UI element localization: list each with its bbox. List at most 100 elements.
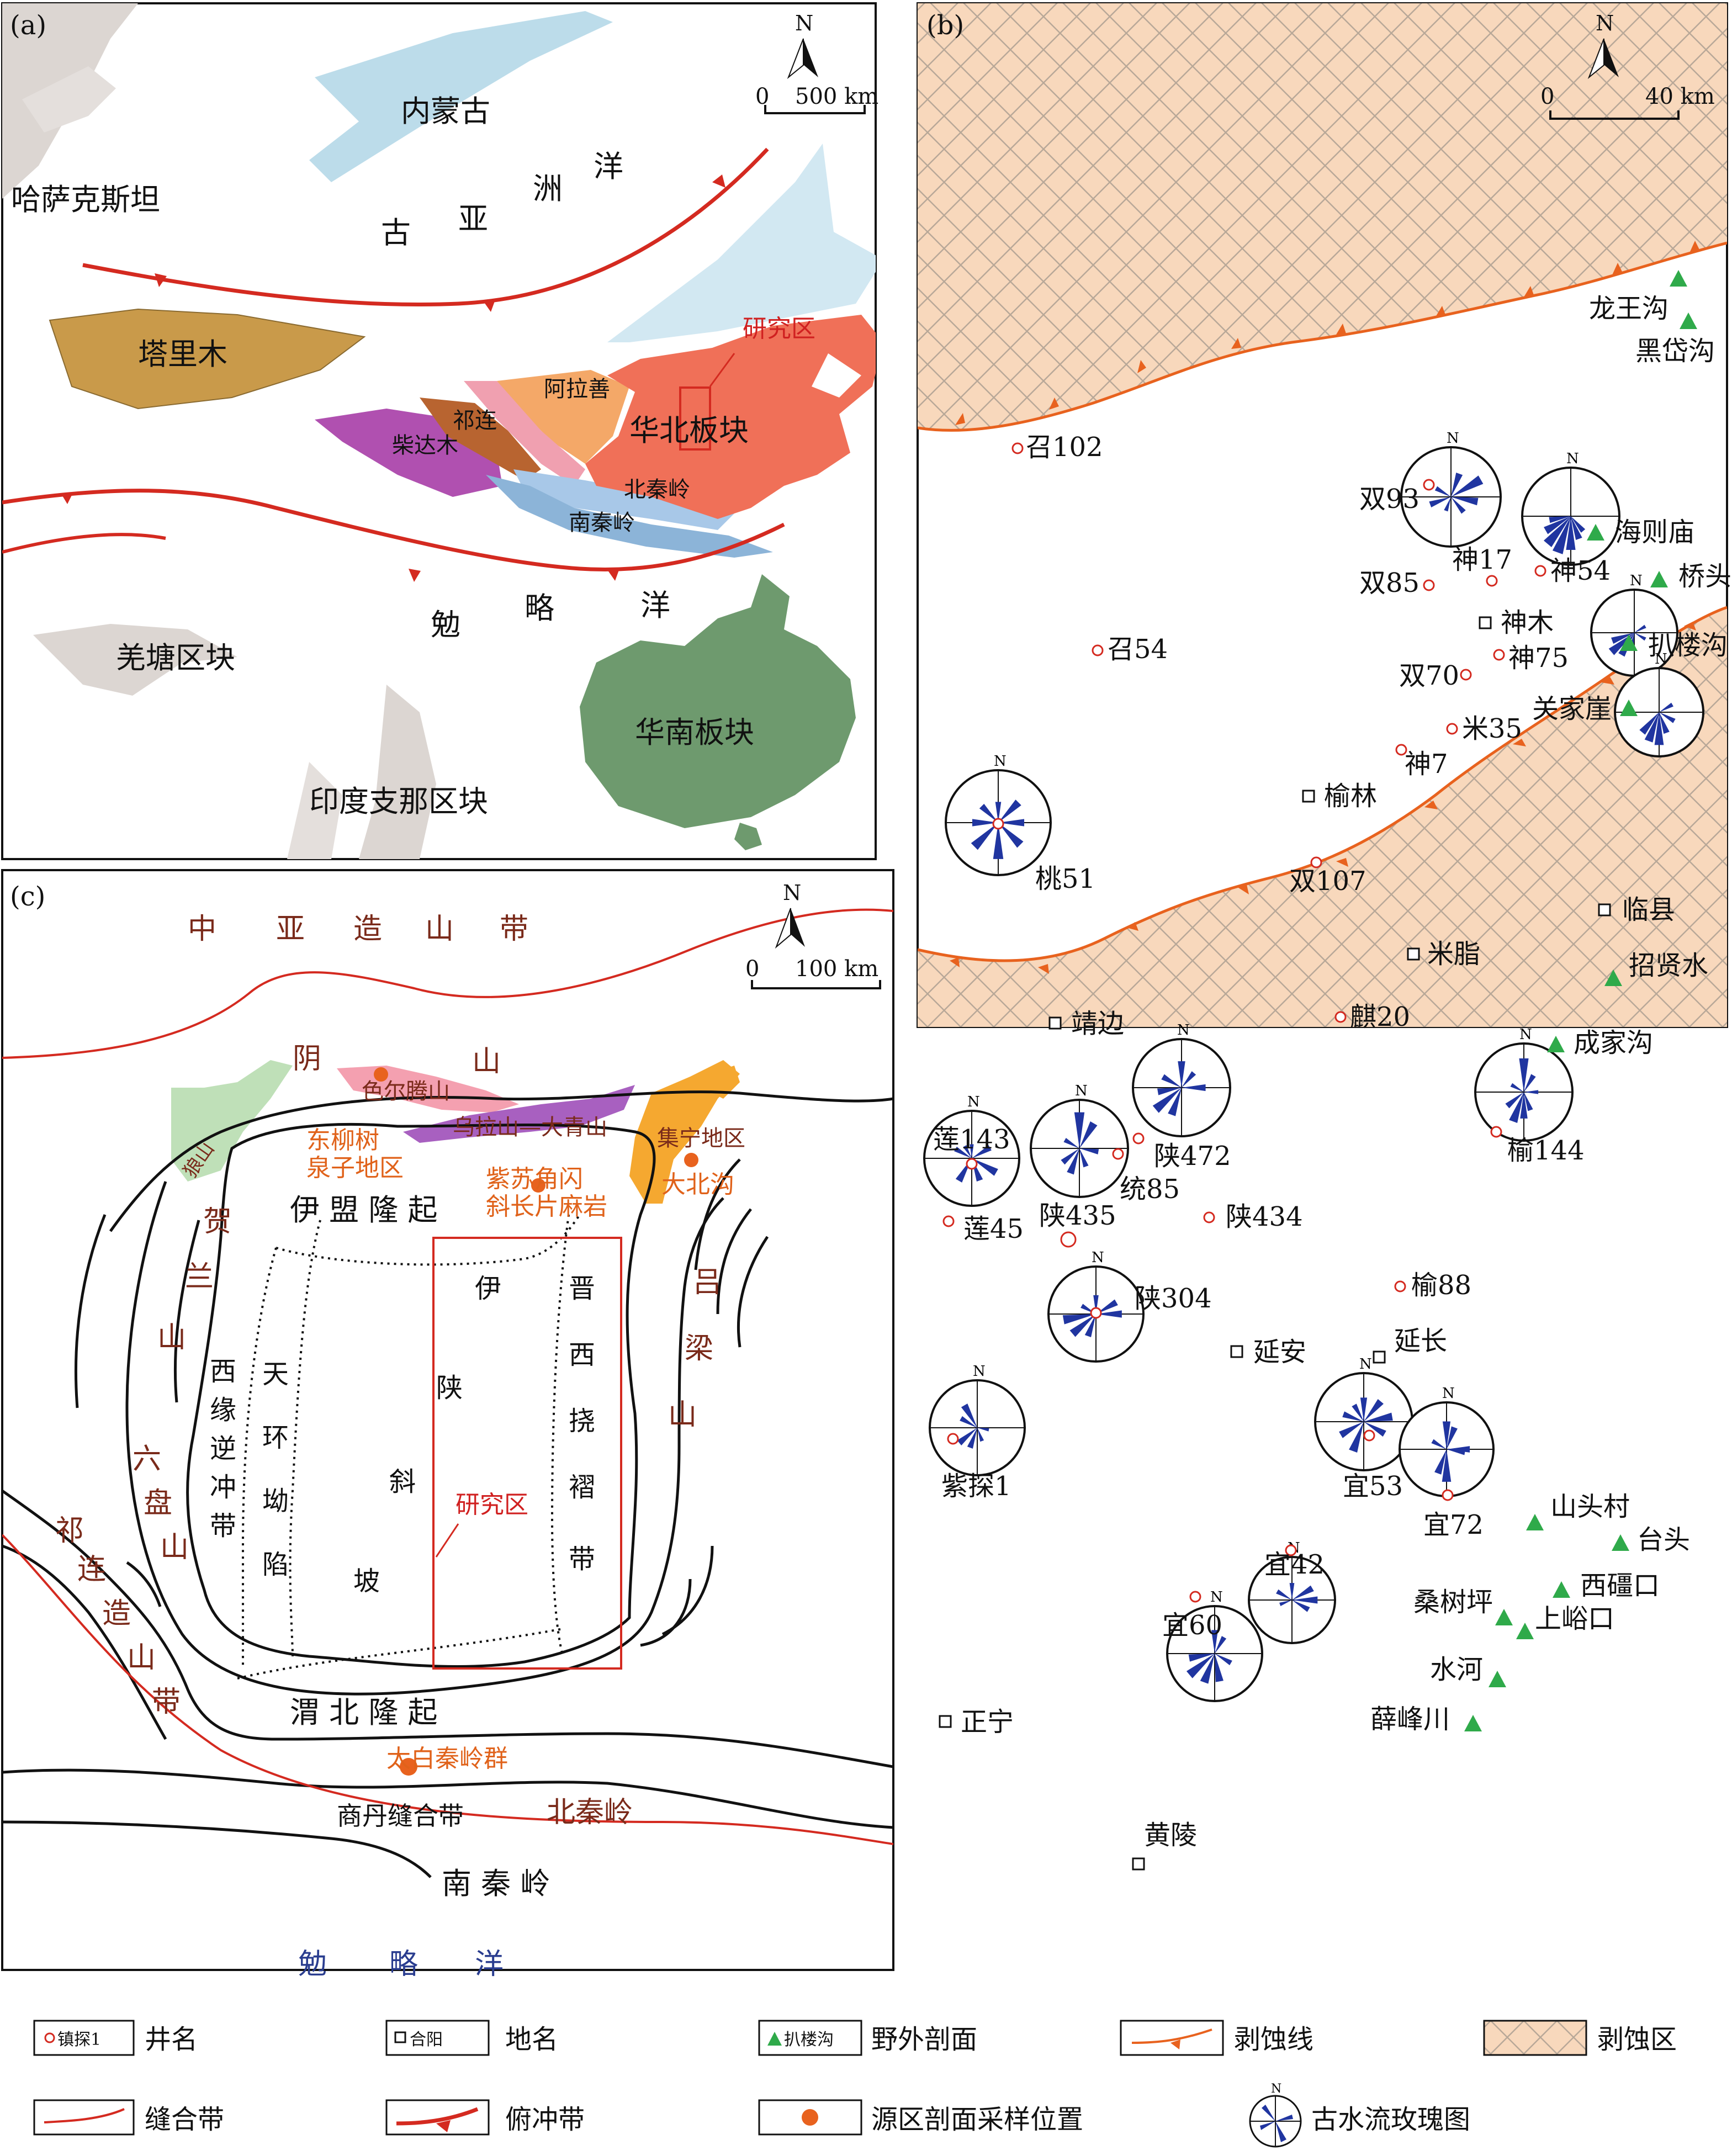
well-label: 陕435: [1039, 1200, 1116, 1231]
well-circle: [1092, 644, 1104, 656]
well-marker: 陕434: [1203, 1201, 1303, 1232]
svg-text:源区剖面采样位置: 源区剖面采样位置: [871, 2104, 1083, 2135]
c-shan: 山: [425, 913, 454, 946]
c-beiqinling: 北秦岭: [547, 1796, 633, 1829]
section-triangle: [1489, 1671, 1506, 1687]
well-marker: 米35: [1446, 713, 1522, 744]
label-qilian: 祁连: [453, 408, 497, 433]
well-circle: [1446, 723, 1458, 735]
rose-north-label: N: [1210, 1589, 1223, 1606]
section-label: 上峪口: [1535, 1603, 1614, 1634]
label-zhou: 洲: [533, 171, 563, 206]
section-label: 薛峰川: [1370, 1704, 1450, 1735]
well-circle: [1486, 575, 1498, 587]
c-huan: 环: [262, 1422, 289, 1453]
section-triangle: [1604, 970, 1622, 986]
well-marker: 麒20: [1334, 1002, 1410, 1032]
section-marker: 水河: [1430, 1654, 1506, 1687]
well-label: 榆88: [1411, 1270, 1471, 1301]
well-marker: 神17: [1452, 544, 1512, 587]
c-qi: 祁: [55, 1514, 84, 1548]
section-label: 西礓口: [1580, 1570, 1660, 1601]
c-ya: 亚: [276, 913, 305, 946]
section-label: 龙王沟: [1589, 293, 1669, 324]
c-dai2: 带: [152, 1686, 181, 1719]
well-circle: [947, 1433, 959, 1445]
north-arrow-c: N: [775, 881, 805, 949]
well-marker: 宜72: [1423, 1489, 1484, 1540]
section-label: 黑岱沟: [1635, 336, 1715, 367]
well-label: 陕472: [1154, 1141, 1231, 1172]
north-arrow-b: N: [1587, 11, 1619, 80]
c-lan: 兰: [185, 1260, 214, 1294]
c-yang: 洋: [475, 1948, 504, 1981]
rose-north-label: N: [1630, 573, 1643, 589]
section-triangle: [1553, 1581, 1570, 1598]
label-alashan: 阿拉善: [544, 377, 610, 402]
c-zisu-1: 紫苏角闪: [486, 1165, 583, 1193]
rose-north-label: N: [1566, 451, 1579, 467]
rose-diagram: N: [929, 1363, 1026, 1476]
legend-section: 扒楼沟 野外剖面: [758, 2020, 977, 2056]
well-label: 桃51: [1035, 864, 1095, 894]
section-label: 水河: [1430, 1654, 1483, 1685]
section-label: 桑树坪: [1413, 1587, 1493, 1618]
c-jining: 集宁地区: [657, 1126, 745, 1151]
rose-diagram: N: [1132, 1022, 1231, 1137]
svg-text:古水流玫瑰图: 古水流玫瑰图: [1311, 2104, 1470, 2135]
svg-text:100 km: 100 km: [795, 956, 878, 982]
panel-b-study-area-map: (b) N 0 40 km NNNNNNNNNNNNNNN 召102双93神17…: [917, 2, 1731, 1871]
section-marker: 山头村: [1526, 1491, 1630, 1530]
panel-a-tag: (a): [10, 10, 46, 41]
place-square: [939, 1715, 952, 1728]
c-yin: 阴: [293, 1042, 321, 1076]
well-label: 莲143: [933, 1124, 1010, 1155]
label-lue: 略: [525, 591, 554, 626]
well-marker: 榆88: [1394, 1270, 1471, 1301]
well-circle: [992, 818, 1004, 830]
section-triangle: [1680, 312, 1697, 329]
well-circle: [1394, 1280, 1406, 1292]
section-label: 山头村: [1550, 1491, 1630, 1522]
rose-diagram: N: [1399, 1385, 1495, 1497]
legend-well: 镇探1 井名: [33, 2020, 198, 2056]
rose-diagram: N: [1047, 1249, 1145, 1363]
rose-north-label: N: [1442, 1385, 1455, 1402]
place-marker: 米脂: [1407, 939, 1480, 970]
label-study-area-a: 研究区: [743, 315, 815, 343]
well-circle: [1203, 1211, 1215, 1223]
rose-diagrams: NNNNNNNNNNNNNNN: [923, 430, 1704, 1702]
c-zao2: 造: [102, 1597, 131, 1630]
svg-text:扒楼沟: 扒楼沟: [784, 2030, 834, 2049]
well-circle: [1423, 479, 1435, 491]
rose-north-label: N: [973, 1363, 986, 1380]
label-yang2: 洋: [640, 588, 670, 623]
c-study-area: 研究区: [455, 1491, 528, 1519]
section-triangle: [1526, 1514, 1544, 1530]
c-jin: 晋: [569, 1273, 595, 1304]
well-label: 统85: [1120, 1174, 1180, 1205]
well-circle: [1112, 1148, 1124, 1160]
well-marker: 陕304: [1090, 1283, 1212, 1319]
panel-c-tag: (c): [10, 881, 45, 912]
well-marker: 神7: [1395, 744, 1448, 780]
section-label: 台头: [1637, 1524, 1690, 1555]
place-marker: 临县: [1598, 894, 1675, 925]
svg-text:缝合带: 缝合带: [145, 2104, 224, 2135]
svg-text:俯冲带: 俯冲带: [505, 2104, 585, 2135]
c-yuan: 缘: [210, 1395, 236, 1426]
c-zhong: 中: [188, 913, 216, 946]
place-label: 临县: [1622, 894, 1675, 925]
legend-place: 合阳 地名: [385, 2020, 558, 2056]
c-zhe: 褶: [569, 1472, 595, 1503]
rose-north-label: N: [1075, 1083, 1088, 1099]
well-circle: [942, 1215, 955, 1227]
c-shangdan: 商丹缝合带: [337, 1801, 464, 1831]
c-weibei: 渭 北 隆 起: [290, 1695, 438, 1730]
section-label: 成家沟: [1574, 1027, 1653, 1058]
well-marker: 双107: [1289, 856, 1366, 897]
well-label: 宜53: [1343, 1471, 1403, 1502]
label-mian: 勉: [431, 607, 460, 642]
rose-north-label: N: [1519, 1026, 1532, 1043]
well-marker: 宜60: [1162, 1591, 1222, 1641]
